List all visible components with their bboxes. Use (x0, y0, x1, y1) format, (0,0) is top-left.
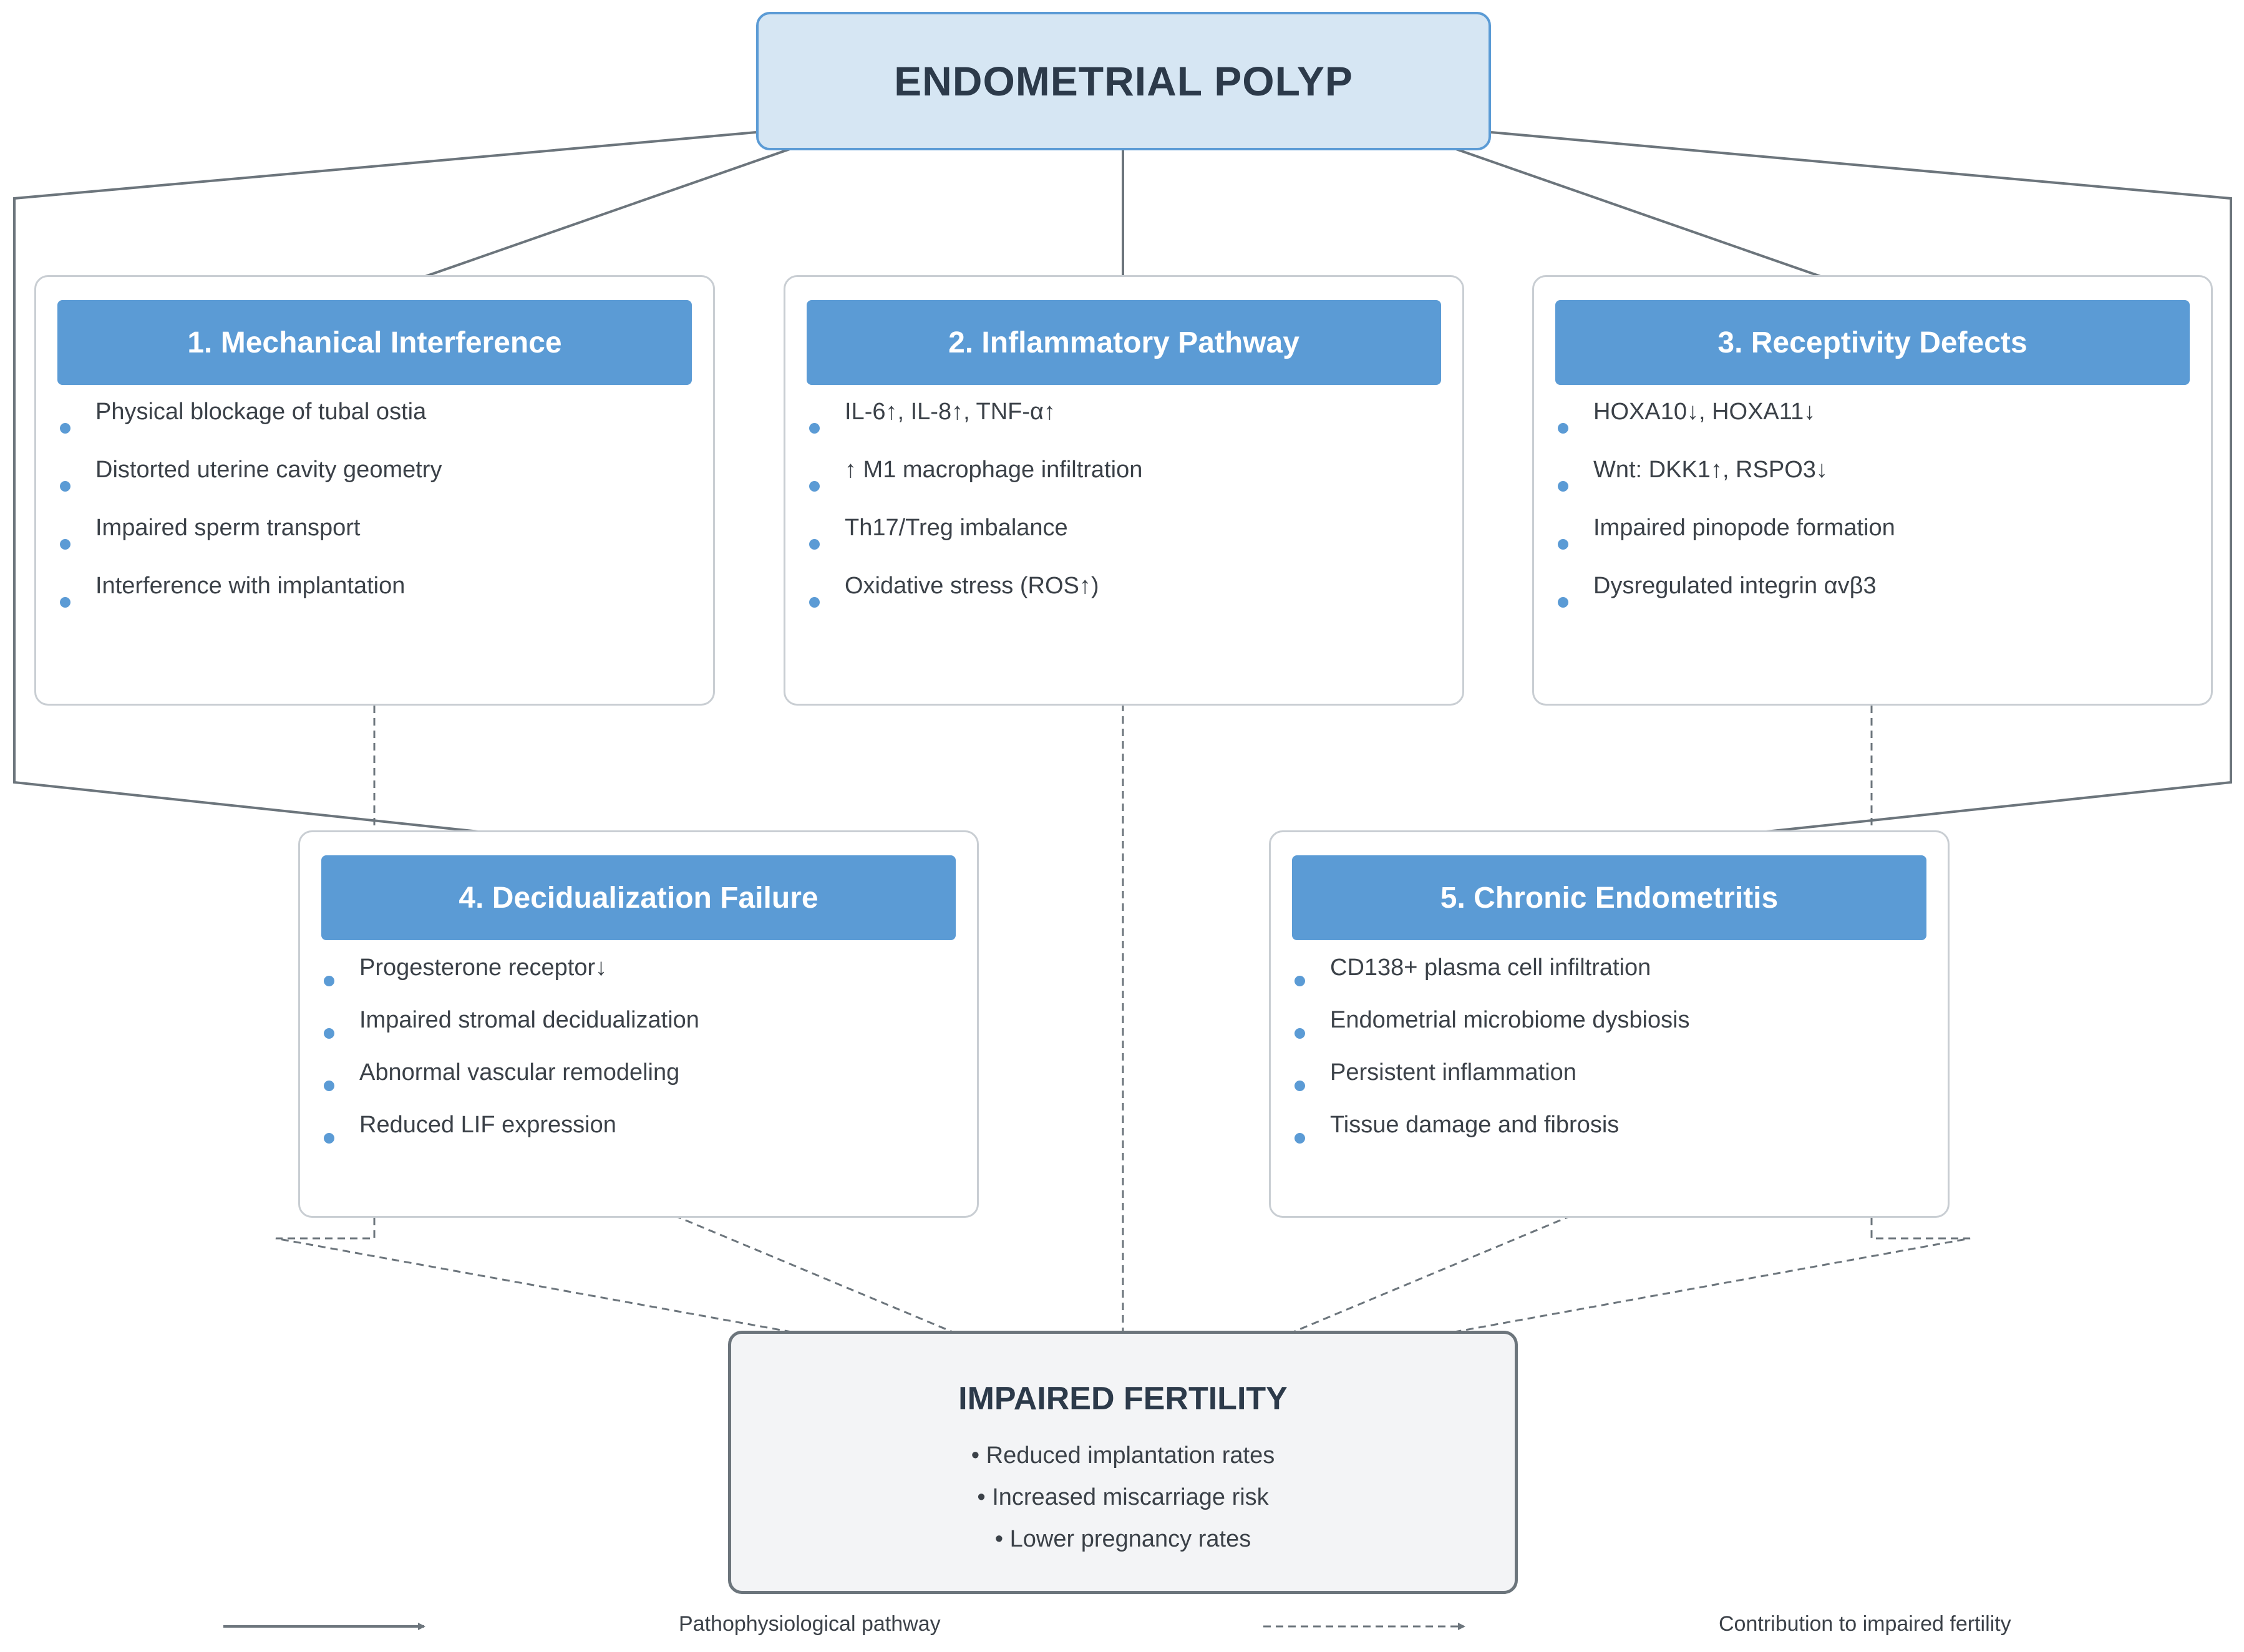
list-item: Tissue damage and fibrosis (1294, 1112, 1935, 1164)
receptivity-defects-list: HOXA10↓, HOXA11↓ Wnt: DKK1↑, RSPO3↓ Impa… (1558, 399, 2198, 631)
list-item: Oxidative stress (ROS↑) (809, 573, 1450, 631)
arrow-polyp-to-receptivity (1402, 129, 1867, 294)
inflammatory-pathway-header: 2. Inflammatory Pathway (807, 300, 1441, 385)
list-item: ↑ M1 macrophage infiltration (809, 457, 1450, 515)
list-item: Reduced implantation rates (731, 1435, 1515, 1477)
list-item: Th17/Treg imbalance (809, 515, 1450, 573)
mechanical-interference-header: 1. Mechanical Interference (57, 300, 692, 385)
impaired-fertility-list: Reduced implantation rates Increased mis… (731, 1435, 1515, 1560)
arrow-polyp-to-decidualization (13, 131, 757, 851)
inflammatory-pathway-card: 2. Inflammatory Pathway IL-6↑, IL-8↑, TN… (784, 275, 1464, 706)
arrow-polyp-to-endometritis (1490, 131, 2232, 851)
list-item: Endometrial microbiome dysbiosis (1294, 1007, 1935, 1059)
impaired-fertility-title: IMPAIRED FERTILITY (958, 1381, 1288, 1417)
chronic-endometritis-card: 5. Chronic Endometritis CD138+ plasma ce… (1269, 830, 1950, 1218)
mechanical-interference-card: 1. Mechanical Interference Physical bloc… (34, 275, 715, 706)
receptivity-defects-card: 3. Receptivity Defects HOXA10↓, HOXA11↓ … (1532, 275, 2213, 706)
list-item: Physical blockage of tubal ostia (60, 399, 701, 457)
impaired-fertility-box: IMPAIRED FERTILITY Reduced implantation … (728, 1331, 1518, 1594)
list-item: Interference with implantation (60, 573, 701, 631)
list-item: Lower pregnancy rates (731, 1518, 1515, 1560)
list-item: CD138+ plasma cell infiltration (1294, 955, 1935, 1007)
legend-solid-label: Pathophysiological pathway (679, 1612, 941, 1636)
list-item: Increased miscarriage risk (731, 1477, 1515, 1518)
mechanical-interference-list: Physical blockage of tubal ostia Distort… (60, 399, 701, 631)
decidualization-failure-card: 4. Decidualization Failure Progesterone … (298, 830, 979, 1218)
list-item: Impaired sperm transport (60, 515, 701, 573)
decidualization-failure-header: 4. Decidualization Failure (321, 855, 956, 940)
list-item: Abnormal vascular remodeling (324, 1059, 964, 1112)
receptivity-defects-header: 3. Receptivity Defects (1555, 300, 2190, 385)
dashed-endometritis-to-fertility (1265, 1200, 1607, 1344)
list-item: Dysregulated integrin αvβ3 (1558, 573, 2198, 631)
decidualization-failure-list: Progesterone receptor↓ Impaired stromal … (324, 955, 964, 1164)
chronic-endometritis-header: 5. Chronic Endometritis (1292, 855, 1926, 940)
list-item: Distorted uterine cavity geometry (60, 457, 701, 515)
dashed-decidualization-to-fertility (639, 1200, 981, 1344)
chronic-endometritis-list: CD138+ plasma cell infiltration Endometr… (1294, 955, 1935, 1164)
dashed-receptivity-to-fertility (1377, 1218, 1971, 1349)
list-item: Impaired stromal decidualization (324, 1007, 964, 1059)
list-item: Impaired pinopode formation (1558, 515, 2198, 573)
legend-dashed-label: Contribution to impaired fertility (1719, 1612, 2011, 1636)
endometrial-polyp-title: ENDOMETRIAL POLYP (894, 58, 1353, 104)
dashed-mechanical-to-fertility (275, 1218, 868, 1349)
endometrial-polyp-box: ENDOMETRIAL POLYP (756, 12, 1491, 150)
inflammatory-pathway-list: IL-6↑, IL-8↑, TNF-α↑ ↑ M1 macrophage inf… (809, 399, 1450, 631)
list-item: Reduced LIF expression (324, 1112, 964, 1164)
list-item: Progesterone receptor↓ (324, 955, 964, 1007)
list-item: Persistent inflammation (1294, 1059, 1935, 1112)
list-item: HOXA10↓, HOXA11↓ (1558, 399, 2198, 457)
list-item: Wnt: DKK1↑, RSPO3↓ (1558, 457, 2198, 515)
arrow-polyp-to-mechanical (379, 129, 844, 294)
list-item: IL-6↑, IL-8↑, TNF-α↑ (809, 399, 1450, 457)
